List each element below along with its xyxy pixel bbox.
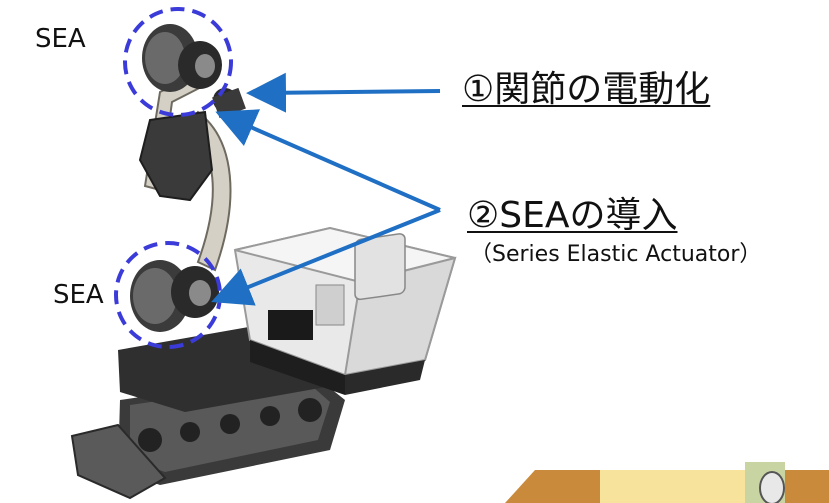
arrow-sea-upper <box>215 109 441 212</box>
feature-sea-subtitle: （Series Elastic Actuator） <box>470 242 762 267</box>
sea-actuator-bottom <box>130 260 219 332</box>
feature-electrification-label: ①関節の電動化 <box>462 69 711 110</box>
engine-housing <box>233 226 457 395</box>
arrow-electrification <box>246 72 441 113</box>
arrow-sea-lower <box>211 208 441 306</box>
sea-label-top: SEA <box>35 24 86 54</box>
feature-sea-label: ②SEAの導入 <box>467 195 678 236</box>
inset-fragment <box>505 462 829 503</box>
sea-highlight-top-ring <box>123 7 233 117</box>
gripper <box>138 110 214 202</box>
dozer-blade <box>70 423 167 500</box>
sea-label-bottom: SEA <box>53 280 104 310</box>
sea-actuator-top <box>142 24 222 92</box>
